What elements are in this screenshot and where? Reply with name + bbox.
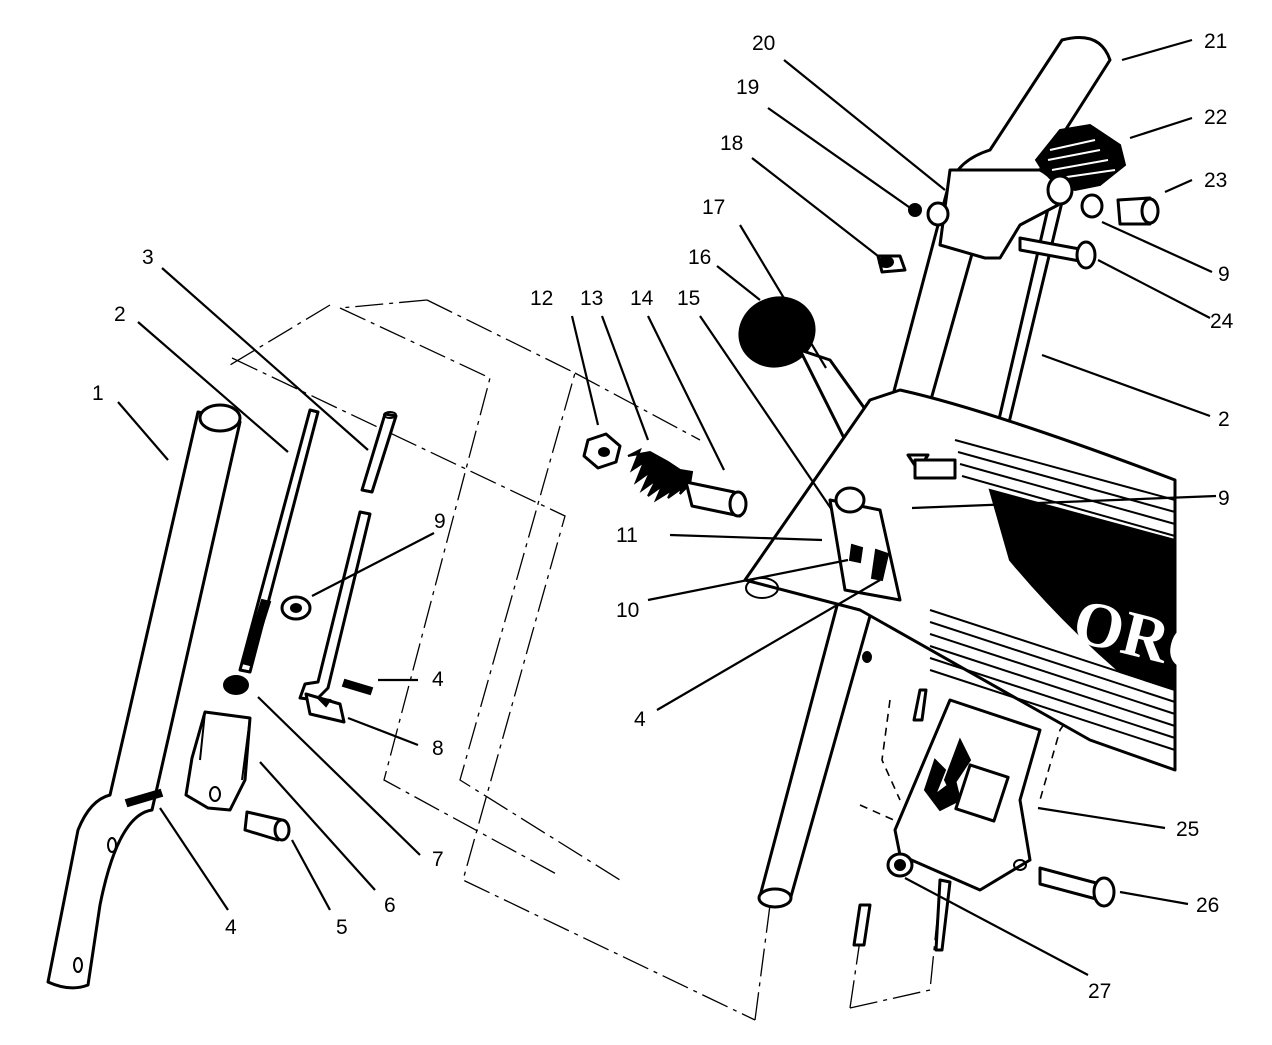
part-23-locknut [1116, 196, 1160, 226]
part-24-bolt [1018, 236, 1097, 270]
part-25-bottom-bracket [893, 698, 1042, 892]
part-2-threaded-rod-left [238, 408, 320, 674]
callout-9-panel: 9 [1218, 487, 1230, 510]
callout-11: 11 [616, 524, 638, 547]
callout-4-right-side: 4 [432, 668, 444, 691]
callout-1: 1 [92, 382, 104, 405]
part-18-bolt [876, 254, 907, 274]
handle-pivot-bracket [938, 168, 1074, 260]
panel-ribs [929, 439, 1176, 751]
part-12-nut [582, 432, 622, 470]
callout-26: 26 [1196, 894, 1219, 917]
callout-2-left: 2 [114, 303, 126, 326]
callout-21: 21 [1204, 30, 1227, 53]
phantom-lines [229, 299, 1111, 1021]
part-16-knob [738, 296, 816, 368]
callout-3: 3 [142, 246, 154, 269]
callout-22: 22 [1204, 106, 1227, 129]
part-26-bolt [1038, 866, 1116, 908]
callout-18: 18 [720, 132, 743, 155]
part-8-clip [304, 692, 346, 724]
part-13-spring [627, 447, 694, 503]
callout-25: 25 [1176, 818, 1199, 841]
part-27-pivot [886, 852, 914, 878]
callout-24: 24 [1210, 310, 1234, 333]
callout-8: 8 [432, 737, 444, 760]
callout-16: 16 [688, 246, 711, 269]
callout-10: 10 [616, 599, 639, 622]
part-9-washer-left [280, 595, 312, 621]
part-3-rod [360, 411, 398, 494]
callout-13: 13 [580, 287, 603, 310]
part-4-cotter-pin-left [124, 678, 374, 808]
callout-23: 23 [1204, 169, 1227, 192]
callout-6: 6 [384, 894, 396, 917]
callout-14: 14 [630, 287, 654, 310]
callout-19: 19 [736, 76, 759, 99]
part-5-clevis-pin [243, 810, 291, 842]
part-6-clevis [184, 710, 252, 812]
callout-15: 15 [677, 287, 700, 310]
brand-panel [988, 488, 1176, 692]
leader-lines [117, 38, 1217, 976]
callout-12: 12 [530, 287, 553, 310]
part-1-lower-handle-tube [46, 403, 242, 990]
callout-labels: 1 2 2 3 4 4 4 5 6 7 8 9 9 9 10 11 12 13 … [92, 30, 1234, 1003]
part-14-spacer [684, 480, 748, 518]
part-22-torsion-spring [1034, 123, 1127, 192]
callout-9-left: 9 [434, 510, 446, 533]
callout-4-bottom-left: 4 [225, 916, 237, 939]
callout-7: 7 [432, 848, 444, 871]
callout-4-center: 4 [634, 708, 646, 731]
callout-20: 20 [752, 32, 775, 55]
callout-2-right: 2 [1218, 408, 1230, 431]
part-7-nut [223, 675, 249, 695]
part-9-washer-top [1080, 193, 1104, 219]
callout-17: 17 [702, 196, 725, 219]
part-20-washer [926, 201, 950, 227]
pins [852, 651, 952, 952]
callout-27: 27 [1088, 980, 1111, 1003]
callout-5: 5 [336, 916, 348, 939]
callout-9-top-right: 9 [1218, 263, 1230, 286]
